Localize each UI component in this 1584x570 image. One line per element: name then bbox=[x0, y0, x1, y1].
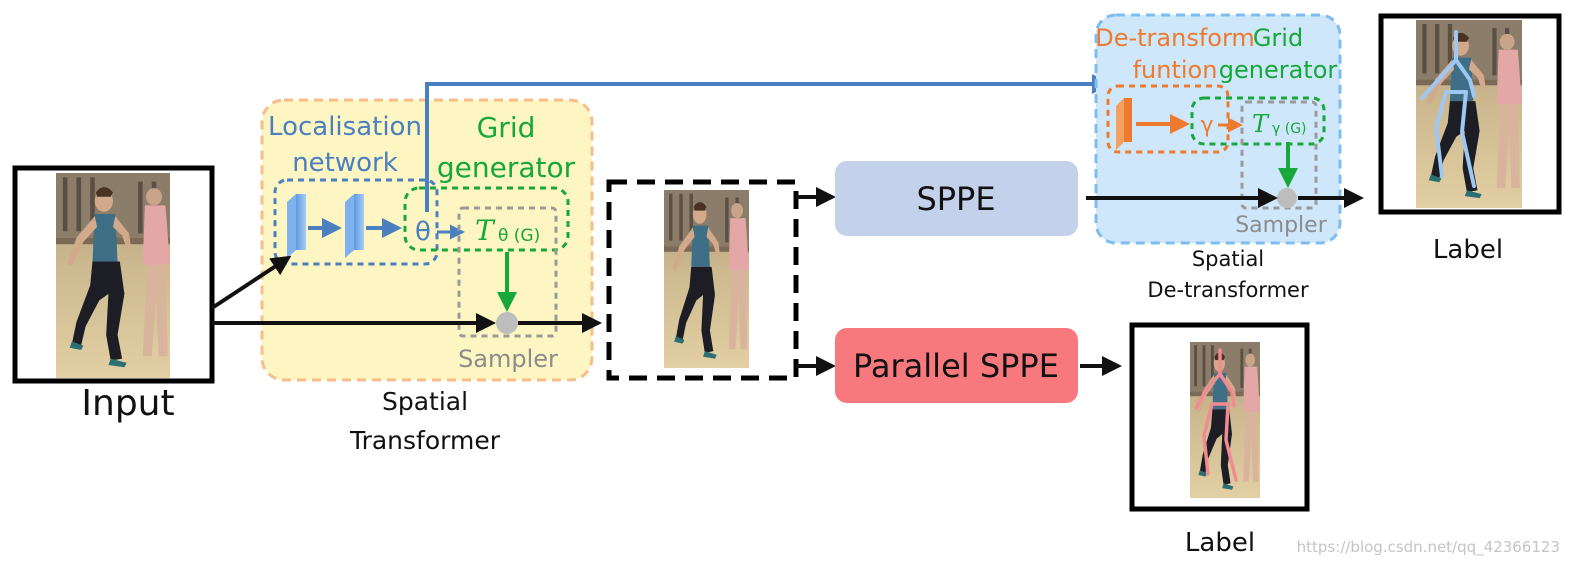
localisation-network-box bbox=[273, 178, 439, 266]
detransform-label-line2: funtion bbox=[1133, 56, 1218, 84]
transform-t-symbol: T bbox=[475, 214, 496, 247]
grid-generator-label-line1: Grid bbox=[477, 111, 536, 144]
spatial-transformer-caption-line2: Transformer bbox=[349, 426, 501, 455]
input-to-localisation-arrow bbox=[210, 255, 292, 310]
label-image-top bbox=[1378, 13, 1562, 215]
gamma-symbol: γ bbox=[1200, 113, 1213, 138]
watermark: https://blog.csdn.net/qq_42366123 bbox=[1297, 538, 1560, 557]
dt-sampler-label: Sampler bbox=[1235, 213, 1327, 238]
dt-grid-generator-box bbox=[1190, 96, 1326, 146]
localisation-label-line1: Localisation bbox=[268, 112, 422, 142]
sampler-node bbox=[496, 312, 518, 334]
parallel-sppe-label: Parallel SPPE bbox=[853, 347, 1059, 385]
sppe-box bbox=[835, 161, 1078, 236]
theta-to-detransform-arrow bbox=[425, 74, 1112, 212]
dt-transform-t-symbol: T bbox=[1252, 110, 1270, 138]
dt-grid-label-line2: generator bbox=[1219, 56, 1338, 84]
sampler-box bbox=[457, 206, 558, 338]
detransform-function-box bbox=[1106, 84, 1230, 154]
sppe-label: SPPE bbox=[916, 180, 995, 218]
label-bottom: Label bbox=[1185, 528, 1255, 558]
dt-sampler-box bbox=[1240, 100, 1318, 210]
transform-subscript: θ (G) bbox=[498, 226, 540, 246]
layer-icon bbox=[287, 194, 306, 258]
localisation-label-line2: network bbox=[292, 148, 398, 178]
detransformer-caption-line1: Spatial bbox=[1192, 247, 1264, 271]
input-image bbox=[12, 165, 215, 384]
sampler-label: Sampler bbox=[458, 345, 558, 373]
dt-sampler-node bbox=[1277, 188, 1297, 208]
layer-icon bbox=[1116, 98, 1132, 150]
theta-symbol: θ bbox=[415, 217, 431, 247]
detransformer-caption-line2: De-transformer bbox=[1147, 278, 1309, 302]
label-top: Label bbox=[1433, 235, 1503, 265]
dt-transform-subscript: γ (G) bbox=[1272, 121, 1307, 137]
spatial-transformer-caption-line1: Spatial bbox=[382, 387, 468, 416]
input-label: Input bbox=[81, 383, 174, 424]
skeleton-pink-icon bbox=[1194, 348, 1238, 482]
dt-grid-label-line1: Grid bbox=[1253, 24, 1303, 52]
grid-generator-label-line2: generator bbox=[437, 151, 576, 184]
skeleton-blue-icon bbox=[1420, 30, 1476, 188]
grid-generator-box bbox=[403, 186, 570, 252]
cropped-image bbox=[664, 190, 749, 368]
detransform-label-line1: De-transform bbox=[1095, 24, 1255, 52]
layer-icon bbox=[345, 194, 364, 258]
parallel-sppe-box bbox=[835, 328, 1078, 403]
